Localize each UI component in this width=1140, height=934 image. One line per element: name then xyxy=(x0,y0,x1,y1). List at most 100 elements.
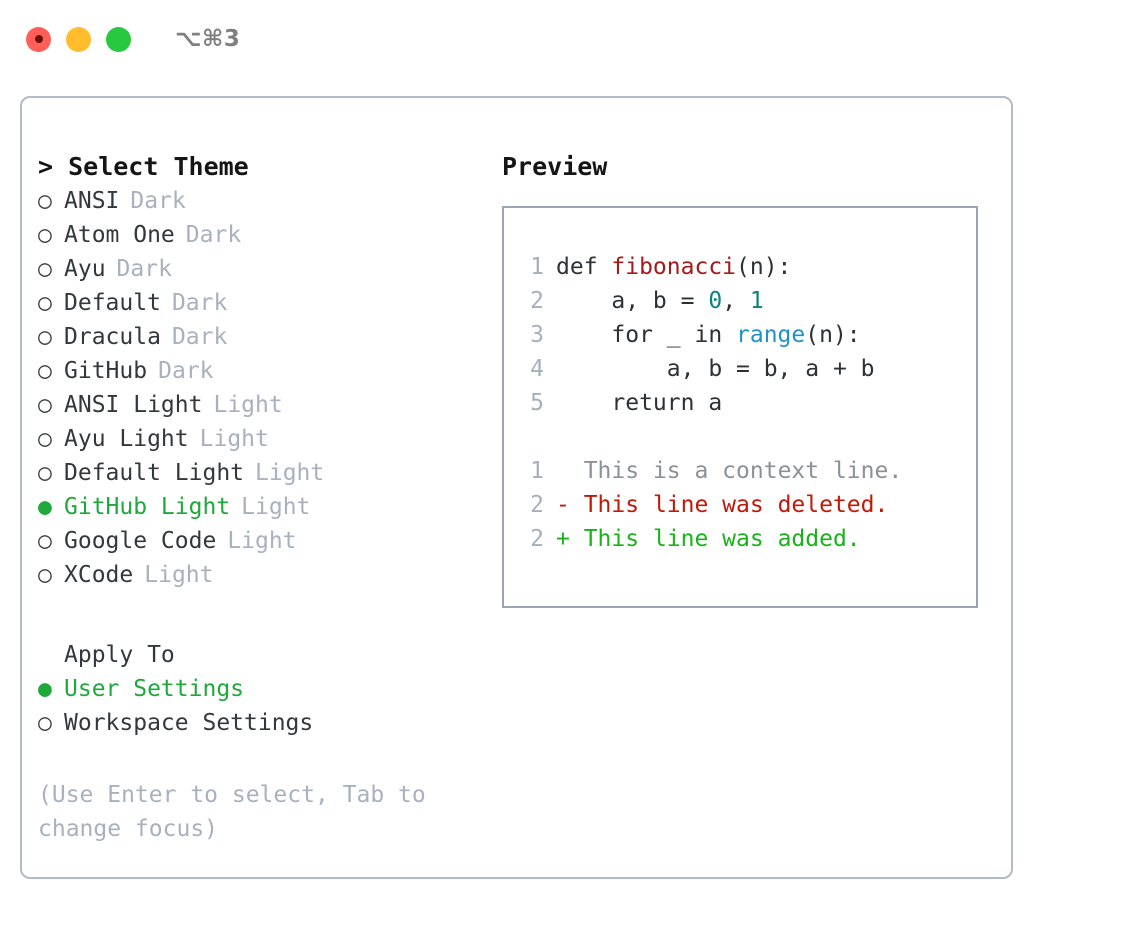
code-line: 3 for _ in range(n): xyxy=(518,318,902,352)
code-diff-spacer xyxy=(518,420,902,454)
code-token-plain: , xyxy=(722,288,750,314)
code-token-plain: (n): xyxy=(805,322,861,348)
preview-title: Preview xyxy=(502,152,608,181)
code-token-fn: fibonacci xyxy=(611,254,737,280)
apply-to-option-list[interactable]: ●User Settings ○ Workspace Settings xyxy=(38,672,498,740)
diff-text: This is a context line. xyxy=(583,458,903,484)
diff-line-number: 2 xyxy=(530,526,544,552)
code-line-number: 3 xyxy=(530,322,544,348)
theme-option-label: Ayu xyxy=(64,256,106,282)
radio-unselected-icon: ○ xyxy=(38,562,52,588)
apply-to-heading: Apply To xyxy=(38,638,498,672)
theme-option-tag: Light xyxy=(227,528,297,554)
theme-option-xcode[interactable]: ○ XCode Light xyxy=(38,558,498,592)
page-title: > Select Theme xyxy=(38,152,249,181)
diff-line-ctx: 1 This is a context line. xyxy=(518,454,902,488)
code-line: 1 def fibonacci(n): xyxy=(518,250,902,284)
apply-to-heading-label: Apply To xyxy=(64,642,175,668)
code-line-number: 5 xyxy=(530,390,544,416)
radio-unselected-icon: ○ xyxy=(38,290,52,316)
theme-option-tag: Dark xyxy=(171,324,228,350)
radio-unselected-icon: ○ xyxy=(38,426,52,452)
title-bar: ⌥⌘3 xyxy=(0,0,1140,78)
theme-option-tag: Light xyxy=(255,460,325,486)
apply-to-option-label: Workspace Settings xyxy=(64,710,314,736)
diff-marker: + xyxy=(556,526,584,552)
radio-unselected-icon: ○ xyxy=(38,324,52,350)
code-token-plain: return a xyxy=(556,390,723,416)
apply-to-option-user-settings[interactable]: ●User Settings xyxy=(38,672,498,706)
theme-option-label: Default Light xyxy=(64,460,245,486)
theme-option-tag: Dark xyxy=(116,256,172,282)
theme-option-label: XCode xyxy=(64,562,134,588)
apply-to-heading-marker xyxy=(38,638,64,672)
theme-option-label: Ayu Light xyxy=(64,426,189,452)
radio-unselected-icon: ○ xyxy=(38,710,52,736)
theme-option-label: ANSI Light xyxy=(64,392,203,418)
theme-option-github[interactable]: ○ GitHub Dark xyxy=(38,354,498,388)
close-button[interactable] xyxy=(26,26,51,52)
theme-option-tag: Light xyxy=(241,494,311,520)
code-line-number: 1 xyxy=(530,254,544,280)
keyboard-hint: (Use Enter to select, Tab to change focu… xyxy=(38,782,426,842)
radio-unselected-icon: ○ xyxy=(38,256,52,282)
radio-unselected-icon: ○ xyxy=(38,222,52,248)
maximize-button[interactable] xyxy=(106,26,131,52)
code-token-plain: def xyxy=(556,254,612,280)
diff-text: This line was added. xyxy=(583,526,861,552)
code-token-num: 0 xyxy=(708,288,723,314)
theme-option-label: GitHub xyxy=(64,358,148,384)
radio-unselected-icon: ○ xyxy=(38,528,52,554)
theme-option-tag: Dark xyxy=(158,358,214,384)
code-line-number: 4 xyxy=(530,356,544,382)
theme-option-ayu[interactable]: ○ Ayu Dark xyxy=(38,252,498,286)
diff-line-del: 2- This line was deleted. xyxy=(518,488,902,522)
apply-to-option-workspace-settings[interactable]: ○ Workspace Settings xyxy=(38,706,498,740)
radio-unselected-icon: ○ xyxy=(38,188,52,214)
radio-unselected-icon: ○ xyxy=(38,460,52,486)
code-token-plain: (n): xyxy=(736,254,792,280)
theme-option-default-light[interactable]: ○ Default Light Light xyxy=(38,456,498,490)
theme-option-tag: Light xyxy=(199,426,269,452)
theme-option-label: GitHub Light xyxy=(64,494,231,520)
theme-option-ayu-light[interactable]: ○ Ayu Light Light xyxy=(38,422,498,456)
theme-option-label: Default xyxy=(64,290,161,316)
radio-selected-icon: ● xyxy=(38,494,52,520)
code-token-plain: a, b = xyxy=(556,288,709,314)
theme-option-default[interactable]: ○ Default Dark xyxy=(38,286,498,320)
window-controls xyxy=(26,26,131,52)
theme-option-label: Google Code xyxy=(64,528,217,554)
code-line: 5 return a xyxy=(518,386,902,420)
radio-selected-icon: ● xyxy=(38,676,52,702)
minimize-button[interactable] xyxy=(66,26,91,52)
theme-option-google-code[interactable]: ○ Google Code Light xyxy=(38,524,498,558)
code-line: 4 a, b = b, a + b xyxy=(518,352,902,386)
theme-option-tag: Dark xyxy=(171,290,228,316)
theme-option-tag: Light xyxy=(144,562,214,588)
theme-option-dracula[interactable]: ○ Dracula Dark xyxy=(38,320,498,354)
theme-option-github-light[interactable]: ● GitHub Light Light xyxy=(38,490,498,524)
keyboard-shortcut-label: ⌥⌘3 xyxy=(175,26,241,52)
code-line: 2 a, b = 0, 1 xyxy=(518,284,902,318)
diff-marker: - xyxy=(556,492,584,518)
diff-text: This line was deleted. xyxy=(583,492,889,518)
close-icon xyxy=(34,35,43,43)
diff-marker xyxy=(556,454,584,488)
radio-unselected-icon: ○ xyxy=(38,392,52,418)
radio-unselected-icon: ○ xyxy=(38,358,52,384)
theme-option-tag: Dark xyxy=(185,222,242,248)
code-token-call: range xyxy=(736,322,806,348)
code-line-number: 2 xyxy=(530,288,544,314)
diff-line-number: 1 xyxy=(530,458,544,484)
code-token-plain: a, b = b, a + b xyxy=(556,356,875,382)
theme-option-label: Dracula xyxy=(64,324,161,350)
section-spacer xyxy=(38,592,498,638)
